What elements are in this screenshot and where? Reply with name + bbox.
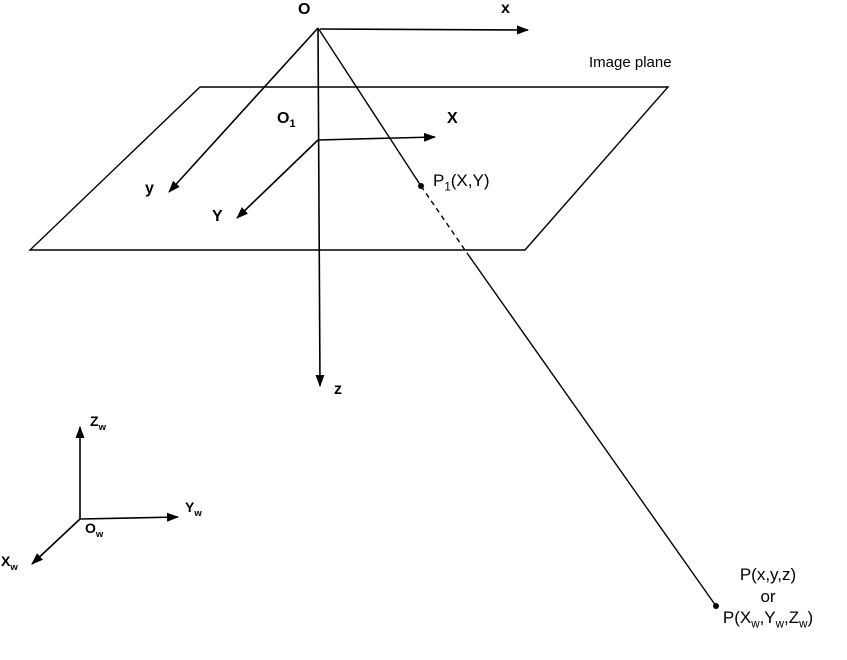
- camera-z-axis-label: z: [334, 381, 342, 398]
- camera-y-axis-arrow: [168, 27, 319, 193]
- ray-plane-to-p: [466, 252, 717, 607]
- world-x-sub: w: [10, 561, 18, 573]
- point-p1-dot: [418, 183, 424, 189]
- world-y-base: Y: [185, 499, 195, 515]
- p-world-sub2: w: [775, 618, 784, 631]
- world-x-axis-arrow: [31, 518, 81, 565]
- point-p-or-label: or: [760, 586, 776, 606]
- plane-y-axis-arrow: [236, 139, 319, 219]
- camera-y-axis-label: y: [145, 180, 154, 197]
- p1-sub: 1: [444, 181, 451, 194]
- p-world-part3: ,Z: [783, 608, 800, 628]
- p-world-part1: P(X: [722, 608, 752, 628]
- p1-coords: (X,Y): [450, 171, 490, 190]
- world-z-sub: w: [98, 421, 106, 433]
- p-world-sub3: w: [799, 618, 808, 631]
- world-y-sub: w: [194, 507, 202, 519]
- p1-base: P: [433, 171, 445, 190]
- image-plane-outline: [28, 86, 670, 251]
- image-plane-label: Image plane: [589, 54, 672, 71]
- world-y-axis-label: Yw: [185, 499, 202, 518]
- point-p-camera-coords-label: P(x,y,z): [739, 565, 797, 584]
- world-y-axis-arrow: [79, 512, 179, 522]
- point-p-label-stack: P(x,y,z) or P(Xw,Yw,Zw): [688, 565, 847, 631]
- point-p-world-coords-label: P(Xw,Yw,Zw): [688, 608, 847, 631]
- point-p1-label: P1(X,Y): [433, 171, 490, 194]
- p-world-part4: ): [807, 608, 814, 628]
- world-x-base: X: [1, 553, 11, 569]
- world-origin-sub: w: [95, 528, 104, 540]
- plane-y-axis-label: Y: [212, 208, 223, 225]
- p-world-part2: ,Y: [759, 608, 776, 628]
- p-world-sub1: w: [751, 618, 760, 631]
- world-z-axis-label: Zw: [90, 413, 106, 432]
- point-p-dot: [713, 603, 719, 609]
- camera-x-axis-label: x: [501, 0, 510, 17]
- world-origin-label: Ow: [85, 520, 103, 539]
- camera-origin-label: O: [298, 1, 311, 18]
- world-x-axis-label: Xw: [1, 553, 18, 572]
- world-z-base: Z: [90, 413, 99, 429]
- plane-origin-label: O1: [277, 110, 296, 131]
- plane-origin-sub: 1: [289, 118, 296, 131]
- camera-z-axis-arrow: [315, 27, 325, 387]
- plane-x-axis-arrow: [317, 132, 436, 142]
- ray-dashed-through-plane: [420, 185, 468, 254]
- plane-origin-base: O: [277, 110, 290, 127]
- ray-o-to-p1: [317, 27, 422, 187]
- plane-x-axis-label: X: [447, 110, 458, 127]
- camera-x-axis-arrow: [319, 25, 529, 35]
- world-origin-base: O: [85, 520, 96, 536]
